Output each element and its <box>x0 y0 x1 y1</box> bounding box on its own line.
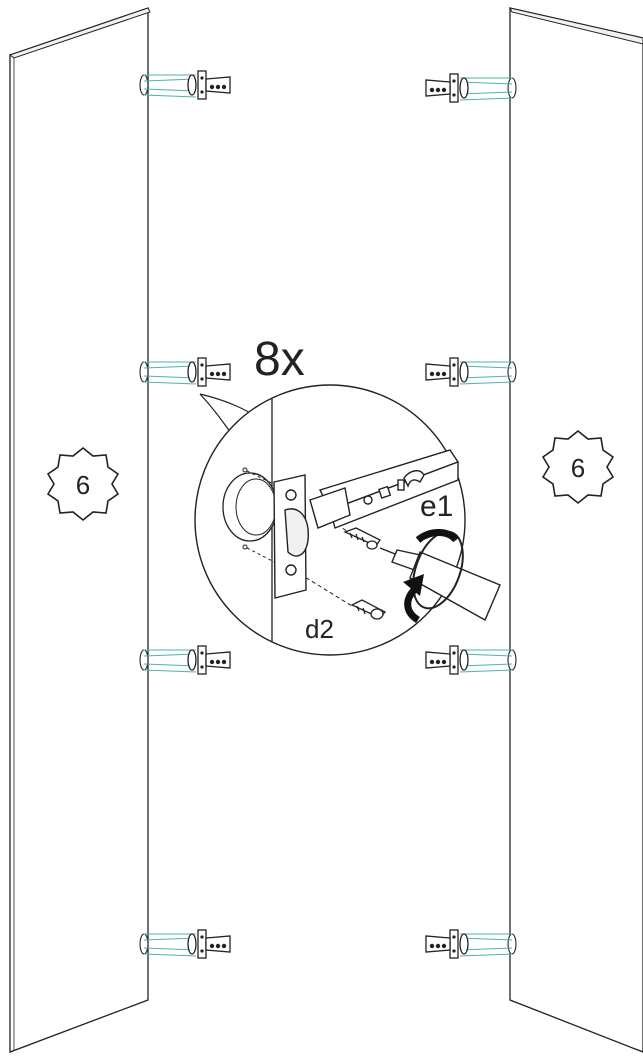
screw-icon <box>343 527 381 550</box>
cabinet-hinge-icon <box>139 357 231 387</box>
quantity-label: 8x <box>254 333 305 386</box>
right-part-number: 6 <box>571 453 585 483</box>
cabinet-hinge-icon <box>425 645 517 675</box>
left-door-panel <box>8 7 151 1053</box>
right-part-badge: 6 <box>541 429 615 505</box>
left-part-badge: 6 <box>46 446 120 522</box>
starburst-badge-icon <box>46 446 120 522</box>
cabinet-hinge-icon <box>139 645 231 675</box>
screw-icon <box>350 599 387 620</box>
cabinet-hinge-icon <box>425 73 517 103</box>
cabinet-hinge-icon <box>425 929 517 959</box>
starburst-badge-icon <box>541 429 615 505</box>
cabinet-hinge-icon <box>425 357 517 387</box>
cabinet-hinge-icon <box>273 449 460 599</box>
right-door-panel <box>509 7 643 1053</box>
cabinet-hinge-icon <box>139 70 231 100</box>
rotate-arrow-icon <box>403 529 464 623</box>
left-part-number: 6 <box>76 470 90 500</box>
detail-magnifier: e1 d2 <box>194 384 501 656</box>
screw-label: d2 <box>305 614 334 644</box>
cabinet-hinge-icon <box>139 929 231 959</box>
hinge-label: e1 <box>420 490 453 523</box>
